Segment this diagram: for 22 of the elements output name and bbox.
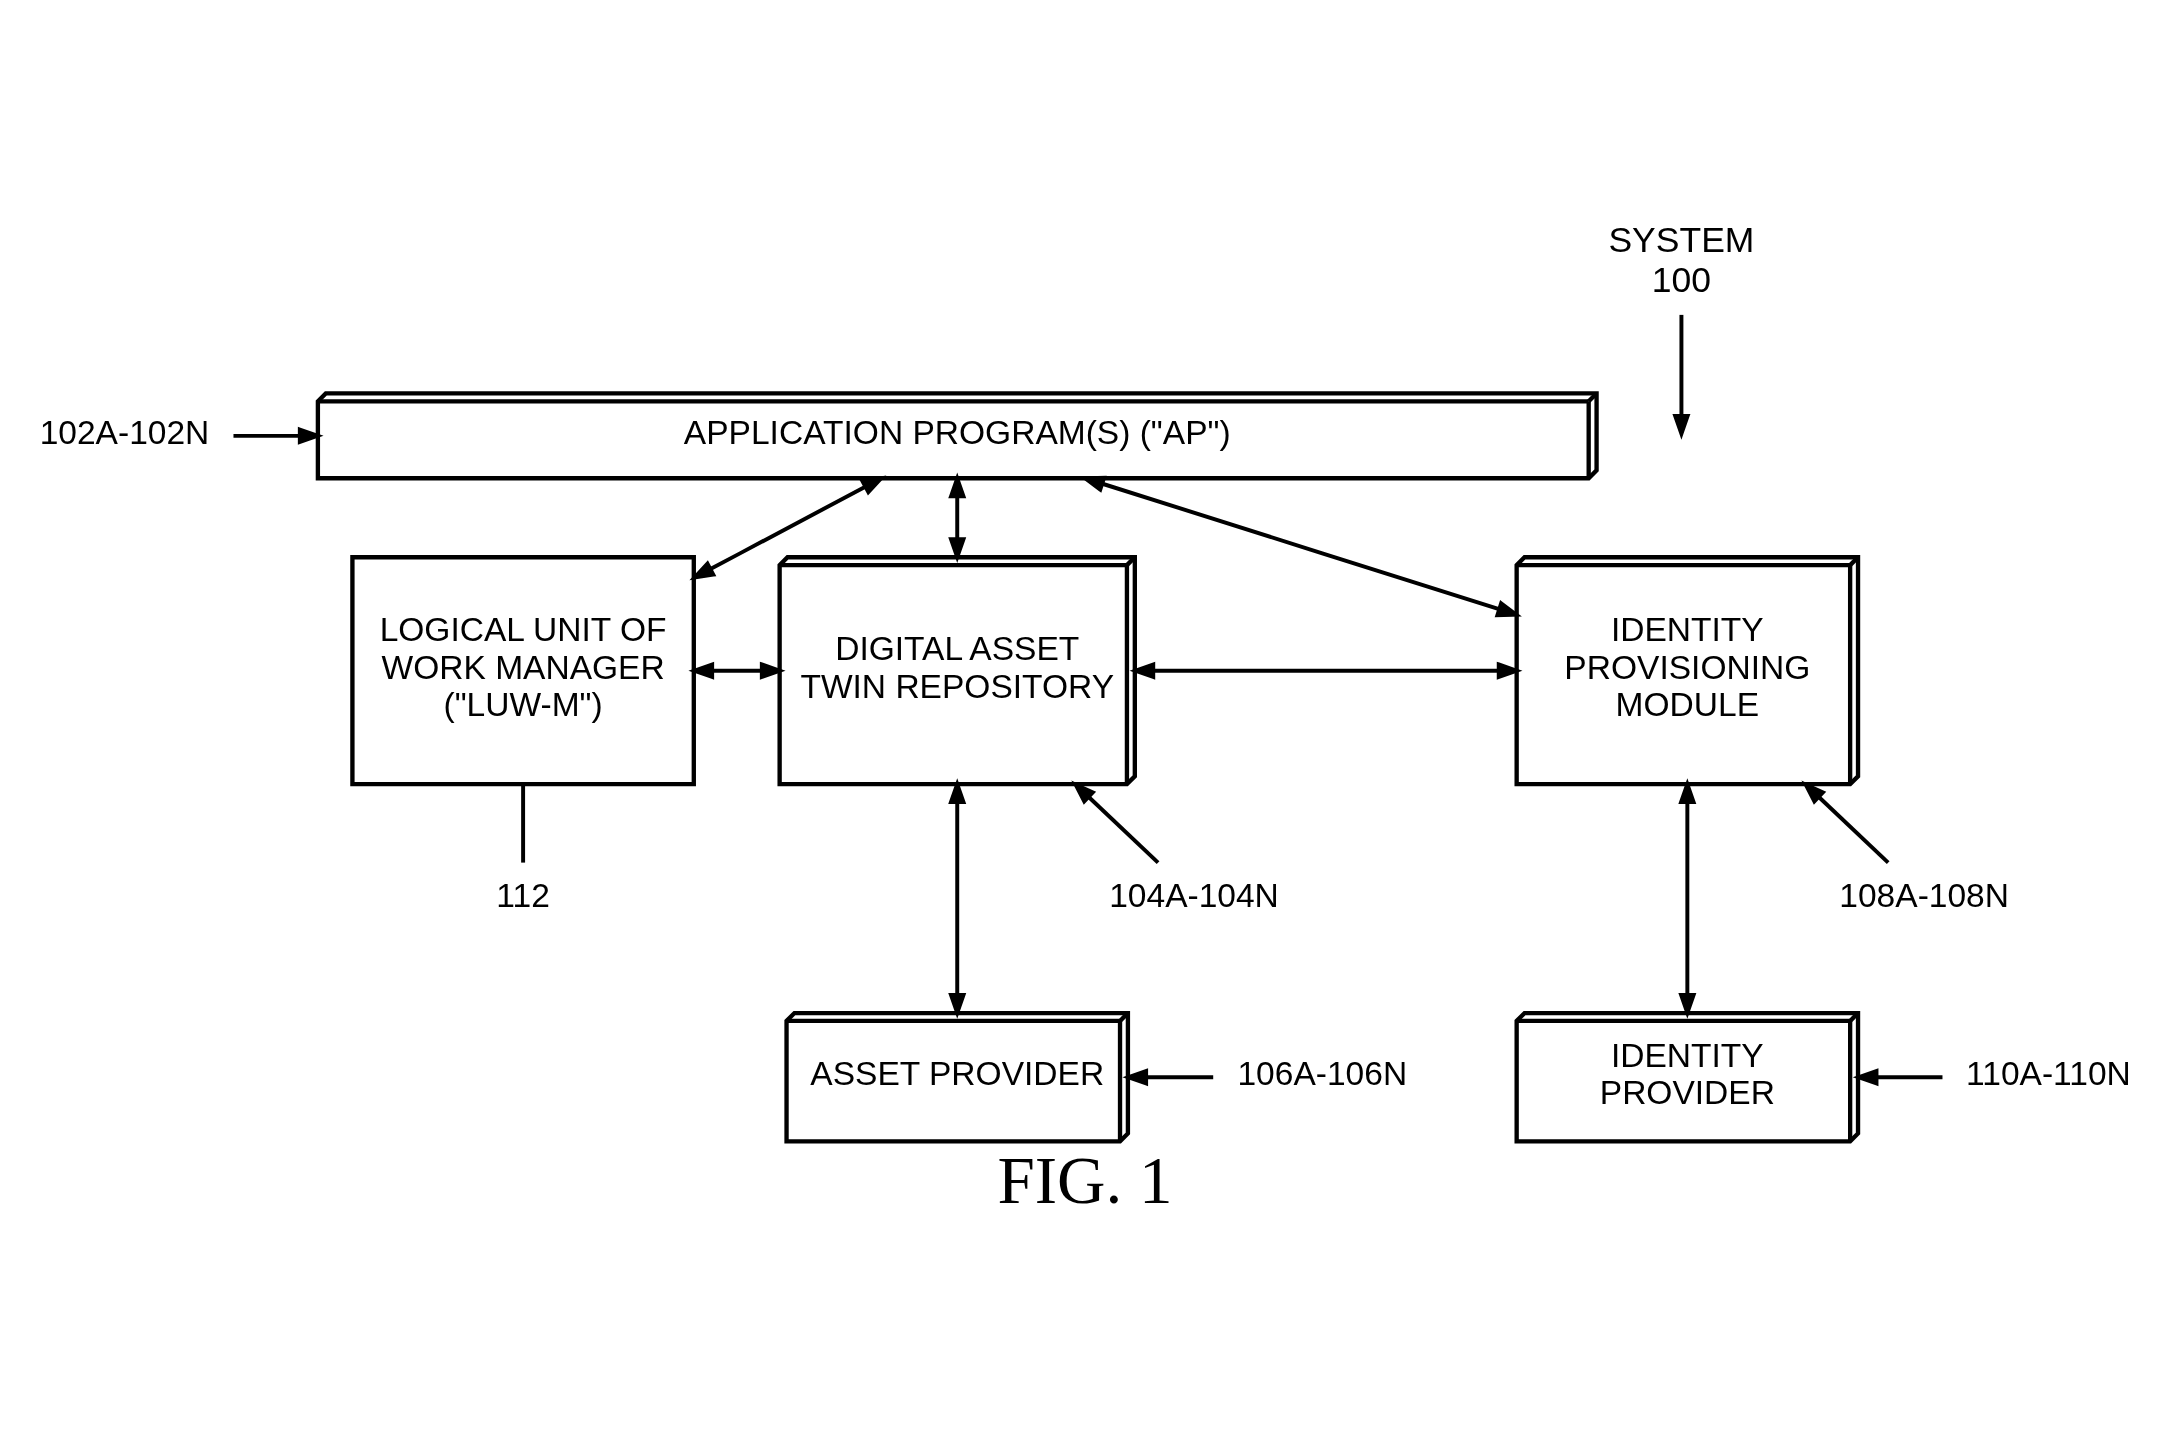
arrow — [1672, 314, 1691, 440]
connector — [521, 784, 526, 863]
arrow — [1852, 1067, 1943, 1086]
node-text: 104A-104N — [1109, 876, 1279, 914]
node-text: 110A-110N — [1966, 1054, 2131, 1092]
arrow — [1678, 777, 1697, 1019]
node-text: 106A-106N — [1237, 1054, 1408, 1092]
arrow — [1129, 661, 1523, 680]
caption: FIG. 1 — [997, 1142, 1173, 1218]
arrow — [948, 472, 967, 563]
node-text: 102A-102N — [39, 413, 210, 451]
arrow — [688, 661, 786, 680]
arrow — [689, 475, 887, 580]
node-text: 112 — [496, 876, 550, 914]
node-text: 108A-108N — [1839, 876, 2009, 914]
arrow — [948, 777, 967, 1019]
node-box: LOGICAL UNIT OF WORK MANAGER ("LUW-M") — [350, 554, 696, 786]
arrow — [1071, 780, 1160, 864]
arrow — [233, 426, 324, 445]
arrow — [1122, 1067, 1214, 1086]
arrow — [1801, 780, 1890, 864]
node-text: SYSTEM 100 — [1608, 219, 1755, 300]
